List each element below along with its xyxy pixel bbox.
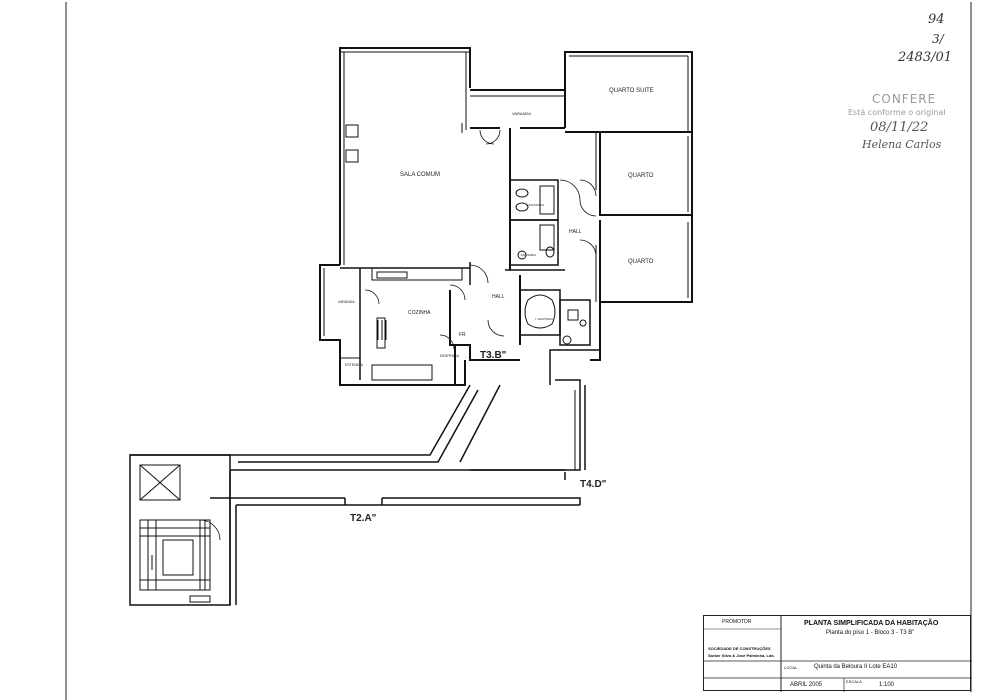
label-despensa: DESPENSA (440, 354, 460, 358)
tb-local-value: Quinta da Beloura II Lote EA10 (814, 664, 898, 670)
label-varanda-left: VARANDA (338, 300, 355, 304)
title-block: PROMOTOR SOCIEDADE DE CONSTRUÇÕES Sarber… (703, 615, 972, 692)
tb-local-label: LOCAL (784, 665, 798, 670)
apartment-walls (319, 47, 693, 386)
label-estendal: ESTENDAL (345, 363, 364, 367)
label-hall-center: HALL (492, 294, 505, 300)
label-sala-comum: SALA COMUM (400, 172, 440, 178)
windows (345, 123, 587, 349)
stamp-date: 08/11/22 (870, 120, 929, 135)
stamp-signature: Helena Carlos (862, 138, 942, 151)
tb-subtitle: Planta do piso 1 - Bloco 3 - T3 B" (826, 630, 915, 636)
label-is-2: I. SANITARIA (518, 253, 536, 257)
tb-company-label: SOCIEDADE DE CONSTRUÇÕES (708, 646, 771, 651)
tb-escala-label: ESCALA (846, 679, 862, 684)
label-quarto-1: QUARTO (628, 173, 654, 179)
handwritten-number-2: 3/ (932, 32, 944, 46)
label-varanda-top: VARANDA (512, 111, 531, 116)
tb-escala-value: 1:100 (879, 682, 895, 688)
door-swings (199, 129, 597, 541)
corridor-walls (129, 349, 600, 606)
label-quarto-2: QUARTO (628, 259, 654, 265)
unit-label-t3b: T3.B" (480, 350, 507, 361)
title-block-grid (704, 616, 972, 692)
stamp-subtitle: Está conforme o original (848, 108, 946, 117)
tb-date: ABRIL 2005 (790, 682, 823, 688)
label-fr: FR (459, 332, 466, 338)
fixtures (377, 185, 556, 340)
label-cozinha: COZINHA (408, 310, 431, 316)
handwritten-number-1: 94 (928, 12, 945, 27)
label-is-1: I. SANITARIA (526, 203, 544, 207)
stair-core (139, 464, 211, 603)
tb-promotor-label: PROMOTOR (722, 619, 752, 625)
label-is-3: I. SANITARIA (535, 317, 553, 321)
tb-company-name: Sarber Silva & José Palminha, Lda. (708, 653, 775, 658)
unit-label-t4d: T4.D" (580, 479, 607, 490)
label-quarto-suite: QUARTO SUITE (609, 88, 654, 94)
stamp-title: CONFERE (872, 92, 937, 106)
tb-title: PLANTA SIMPLIFICADA DA HABITAÇÃO (804, 620, 939, 627)
handwritten-number-3: 2483/01 (898, 50, 953, 65)
label-hall-right: HALL (569, 229, 582, 235)
unit-label-t2a: T2.A" (350, 513, 377, 524)
